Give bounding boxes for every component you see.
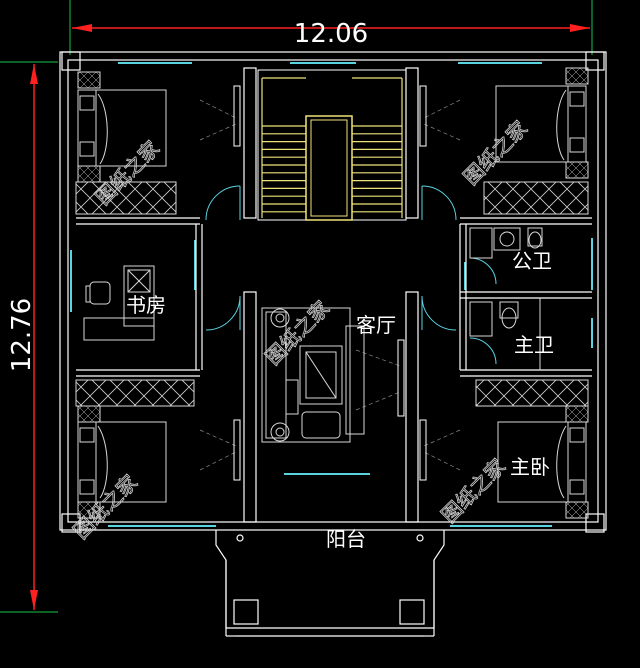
- watermark: 图纸之家: [261, 296, 335, 370]
- dimension-lines: [0, 0, 593, 613]
- room-label-balcony: 阳台: [326, 527, 366, 551]
- master-bath-fixtures: [469, 298, 541, 370]
- living-sofa-set: [261, 307, 365, 443]
- height-dimension: 12.76: [7, 298, 37, 372]
- width-dimension: 12.06: [294, 19, 368, 49]
- door-leaves: [233, 85, 427, 481]
- study-desk: [83, 265, 155, 341]
- bed-master: [475, 379, 589, 519]
- watermark: 图纸之家: [459, 116, 533, 190]
- staircase: [257, 69, 407, 221]
- door-swing-lines: [199, 99, 461, 471]
- doors: [205, 185, 497, 365]
- bed-top-left: [75, 71, 177, 215]
- room-label-public-bath: 公卫: [512, 249, 552, 273]
- watermark: 图纸之家: [437, 454, 511, 528]
- room-label-living: 客厅: [356, 313, 396, 337]
- room-label-master-bath: 主卫: [514, 333, 554, 357]
- room-label-master-bed: 主卧: [510, 455, 550, 479]
- public-bath-fixtures: [469, 227, 543, 259]
- bed-top-right: [483, 67, 589, 215]
- room-label-study: 书房: [126, 293, 166, 317]
- bed-bottom-left: [75, 379, 195, 519]
- exterior-walls: [59, 51, 607, 533]
- windows: [70, 62, 593, 527]
- balcony: [215, 530, 445, 637]
